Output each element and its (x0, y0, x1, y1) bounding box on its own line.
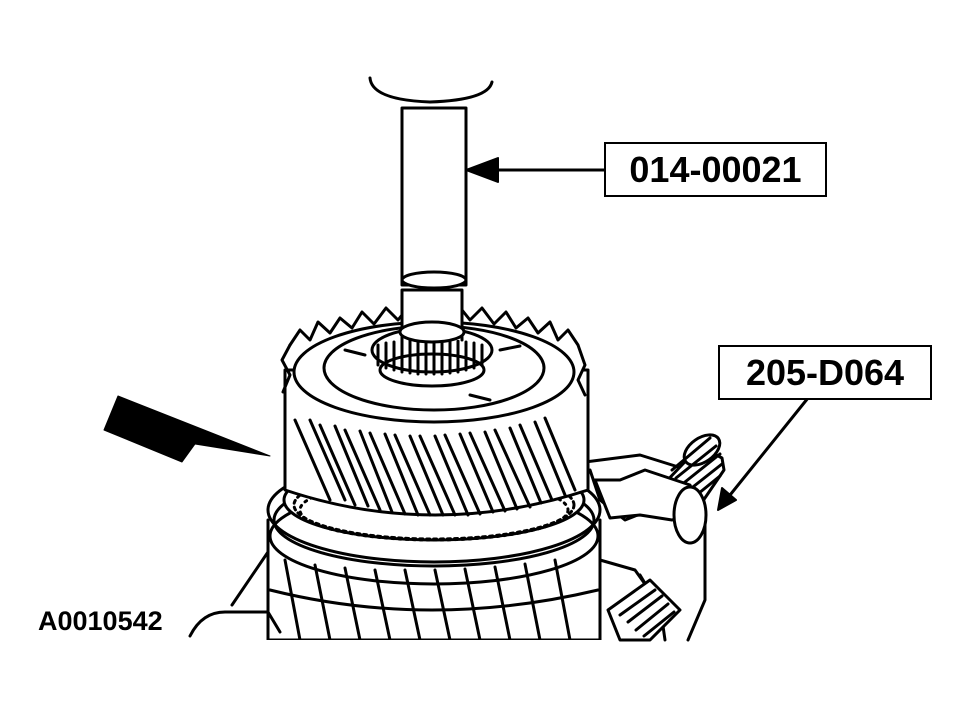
callout-label-014-00021: 014-00021 (604, 142, 827, 197)
installation-direction-arrow (103, 395, 271, 463)
leader-line-figure (188, 610, 282, 638)
leader-line-205-D064 (720, 396, 810, 507)
installer-tool (368, 76, 494, 344)
fixture-stud-lower (606, 578, 682, 642)
leader-line-lower-gear (230, 550, 270, 607)
callout-text: 014-00021 (629, 148, 802, 190)
holding-fixture (583, 433, 726, 642)
callout-label-205-D064: 205-D064 (718, 345, 932, 400)
figure-id-label: A0010542 (38, 606, 163, 636)
callout-text: 205-D064 (745, 351, 905, 393)
